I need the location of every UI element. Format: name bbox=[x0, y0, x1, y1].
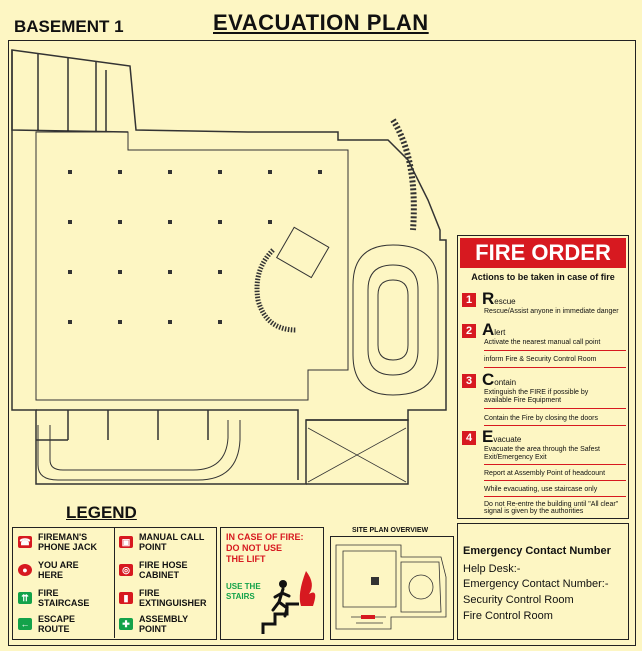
divider bbox=[484, 480, 626, 481]
floor-label: BASEMENT 1 bbox=[14, 17, 124, 36]
legend-divider bbox=[114, 528, 115, 638]
staircase-icon: ⇈ bbox=[18, 592, 32, 604]
fire-order-title: FIRE ORDER bbox=[460, 238, 626, 268]
fire-control-line: Fire Control Room bbox=[463, 610, 553, 622]
floor-plan bbox=[11, 49, 447, 485]
step-line: Extinguish the FIRE if possible by bbox=[484, 389, 589, 396]
divider bbox=[484, 425, 626, 426]
step-line: Evacuate the area through the Safest bbox=[484, 446, 600, 453]
assembly-point-icon: ✚ bbox=[119, 618, 133, 630]
stairs-pictogram-icon bbox=[261, 571, 316, 634]
step-line: Activate the nearest manual call point bbox=[484, 339, 601, 346]
help-desk-line: Help Desk:- bbox=[463, 563, 521, 575]
plan-frame bbox=[8, 40, 636, 646]
step-line: While evacuating, use staircase only bbox=[484, 486, 598, 493]
legend-title: LEGEND bbox=[66, 503, 137, 522]
extinguisher-icon: ▮ bbox=[119, 592, 133, 604]
step-number: 4 bbox=[462, 431, 476, 445]
fire-order-panel: FIRE ORDER Actions to be taken in case o… bbox=[457, 235, 629, 519]
right-block bbox=[306, 419, 409, 485]
step-line: Do not Re-entre the building until "All … bbox=[484, 501, 619, 508]
bottom-ramp bbox=[37, 420, 241, 481]
emergency-title: Emergency Contact Number bbox=[463, 545, 611, 557]
step-number: 1 bbox=[462, 293, 476, 307]
fire-warning-text: IN CASE OF FIRE: DO NOT USE THE LIFT bbox=[226, 532, 304, 564]
site-plan-map bbox=[335, 544, 447, 630]
emergency-contact-panel: Emergency Contact Number Help Desk:- Eme… bbox=[457, 523, 629, 640]
step-number: 3 bbox=[462, 374, 476, 388]
divider bbox=[484, 350, 626, 351]
site-plan-title: SITE PLAN OVERVIEW bbox=[352, 527, 429, 534]
spiral-stair bbox=[254, 248, 297, 333]
divider bbox=[484, 408, 626, 409]
divider bbox=[484, 367, 626, 368]
curved-ramp bbox=[390, 118, 417, 231]
divider bbox=[484, 496, 626, 497]
fire-order-subtitle: Actions to be taken in case of fire bbox=[471, 272, 615, 282]
you-are-here-icon: ● bbox=[18, 564, 32, 576]
phone-jack-icon: ☎ bbox=[18, 536, 32, 548]
divider bbox=[484, 464, 626, 465]
site-plan-box bbox=[330, 536, 454, 640]
hose-cabinet-icon: ◎ bbox=[119, 564, 133, 576]
in-case-of-fire-panel: IN CASE OF FIRE: DO NOT USE THE LIFT USE… bbox=[220, 527, 324, 640]
step-title: Evacuate bbox=[482, 427, 522, 446]
call-point-icon: ▣ bbox=[119, 536, 133, 548]
page-title: EVACUATION PLAN bbox=[213, 10, 429, 35]
security-room-line: Security Control Room bbox=[463, 594, 574, 606]
top-left-rooms bbox=[11, 50, 129, 133]
step-line: signal is given by the authorities bbox=[484, 508, 584, 515]
bottom-parking bbox=[36, 409, 299, 480]
step-line: available Fire Equipment bbox=[484, 397, 562, 404]
ramp-oval bbox=[352, 244, 439, 396]
escape-arrow-icon: ← bbox=[18, 618, 32, 630]
inner-wall bbox=[35, 131, 349, 401]
outer-wall bbox=[11, 49, 447, 485]
step-title: Rescue bbox=[482, 289, 516, 308]
step-line: inform Fire & Security Control Room bbox=[484, 356, 597, 363]
step-line: Exit/Emergency Exit bbox=[484, 454, 547, 461]
step-line: Rescue/Assist anyone in immediate danger bbox=[484, 308, 619, 315]
step-title: Alert bbox=[482, 320, 506, 339]
step-line: Contain the Fire by closing the doors bbox=[484, 415, 599, 422]
emergency-number-line: Emergency Contact Number:- bbox=[463, 578, 609, 590]
use-stairs-text: USE THE STAIRS bbox=[226, 582, 261, 601]
step-line: Report at Assembly Point of headcount bbox=[484, 470, 606, 477]
step-number: 2 bbox=[462, 324, 476, 338]
step-title: Contain bbox=[482, 370, 517, 389]
